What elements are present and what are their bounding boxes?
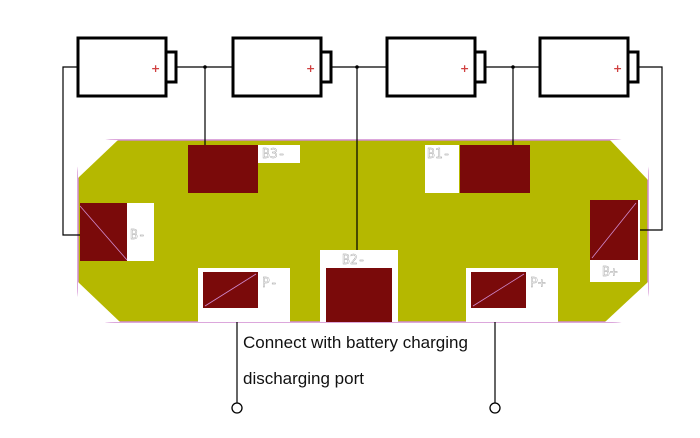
- battery-1: +: [76, 36, 178, 98]
- pad-label: B+: [602, 265, 618, 280]
- pad-b3-minus: B3-: [188, 145, 300, 193]
- pad-label: B1-: [427, 147, 450, 162]
- pad-b-plus: B+: [590, 200, 640, 282]
- battery-plus-mark: +: [613, 62, 622, 75]
- caption-line-1: Connect with battery charging: [243, 333, 468, 352]
- battery-plus-mark: +: [151, 62, 160, 75]
- board-corner-top-right: [610, 140, 648, 180]
- battery-plus-mark: +: [306, 62, 315, 75]
- battery-plus-mark: +: [460, 62, 469, 75]
- pad-b2-minus: B2-: [320, 250, 398, 322]
- battery-3: +: [385, 36, 487, 98]
- pad-label: P-: [262, 276, 278, 291]
- board-corner-top-left: [78, 140, 118, 178]
- battery-4: +: [538, 36, 640, 98]
- pad-p-minus: P-: [198, 268, 290, 322]
- pad-p-plus: P+: [466, 268, 558, 322]
- pad-label: B-: [130, 228, 146, 243]
- pad-label: B2-: [342, 253, 365, 268]
- pad-b1-minus: B1-: [425, 145, 530, 193]
- pad-label: B3-: [262, 147, 285, 162]
- board-corner-bottom-right: [605, 282, 648, 322]
- battery-2: +: [231, 36, 333, 98]
- board-corner-bottom-left: [78, 282, 120, 322]
- terminal-p-plus: [489, 402, 501, 414]
- terminal-p-minus: [231, 402, 243, 414]
- pad-b-minus: B-: [79, 203, 154, 261]
- pad-label: P+: [530, 276, 546, 291]
- caption-line-2: discharging port: [243, 369, 364, 388]
